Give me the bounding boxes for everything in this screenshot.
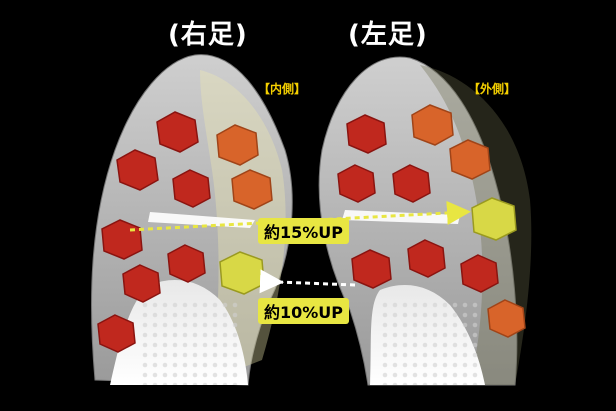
- arrow-right-icon: [129, 200, 471, 232]
- right-pod-7: [97, 314, 136, 353]
- left-foot-title: (左足): [348, 20, 428, 50]
- right-yellow-pod: [219, 251, 265, 295]
- left-yellow-pod: [471, 197, 517, 241]
- right-pod-6: [122, 264, 161, 303]
- lateral-side-label: 【外側】: [468, 82, 517, 96]
- increase-10-label: 約10%UP: [258, 298, 350, 324]
- right-pod-3: [172, 169, 211, 208]
- left-pod-5: [407, 239, 446, 278]
- right-orange-pod-1: [216, 124, 259, 166]
- right-pod-5: [167, 244, 206, 283]
- right-foot-title: (右足): [168, 20, 248, 50]
- left-orange-pod-3: [487, 299, 526, 338]
- left-orange-pod-1: [411, 104, 454, 146]
- left-pod-2: [337, 164, 376, 203]
- medial-side-label: 【内側】: [258, 82, 307, 96]
- left-pod-3: [392, 164, 431, 203]
- right-pod-1: [156, 111, 199, 153]
- right-orange-pod-2: [231, 169, 273, 210]
- left-pod-4: [351, 249, 392, 289]
- right-pod-4: [101, 219, 143, 260]
- right-foot-sole: [91, 54, 293, 386]
- right-pod-2: [116, 149, 159, 191]
- left-foot-sole: [318, 56, 532, 386]
- left-pod-6: [460, 254, 499, 293]
- left-pod-1: [346, 114, 387, 154]
- increase-15-label: 約15%UP: [258, 218, 350, 244]
- left-orange-pod-2: [449, 139, 491, 180]
- arrow-left-icon: [259, 269, 356, 294]
